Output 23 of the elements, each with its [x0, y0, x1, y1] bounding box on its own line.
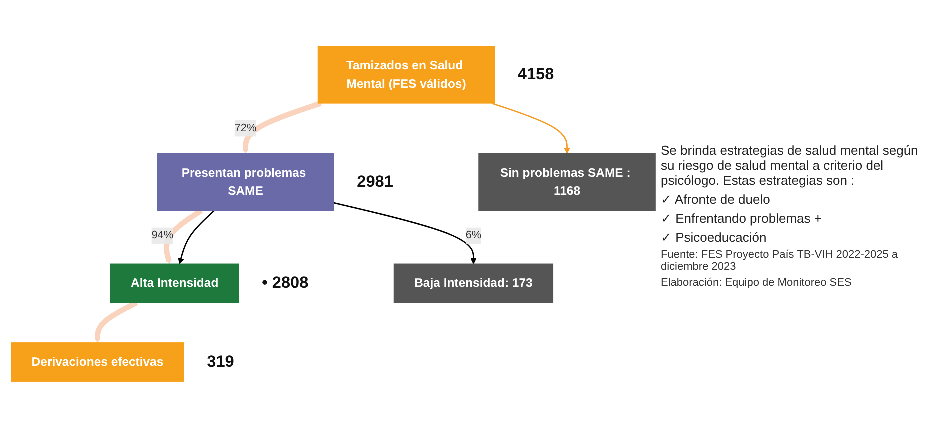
source-note: Elaboración: Equipo de Monitoreo SES — [661, 277, 853, 289]
node-box: Tamizados en Salud Mental (FES válidos) — [318, 46, 496, 104]
edge-label: 6% — [466, 230, 482, 242]
edge-label: 72% — [234, 122, 257, 134]
note-text: ✓ Enfrentando problemas + — [661, 211, 823, 226]
source-note: Fuente: FES Proyecto País TB-VIH 2022-2025 a diciembre 2023 — [661, 249, 900, 273]
arrow — [178, 210, 216, 265]
note-text: ✓ Psicoeducación — [661, 230, 768, 245]
arrow — [334, 202, 477, 265]
node-label: • 2808 — [262, 274, 309, 293]
node-label: 2981 — [357, 173, 394, 192]
note-text: ✓ Afronte de duelo — [661, 192, 772, 207]
node-box: Alta Intensidad — [110, 264, 240, 304]
node-box: Presentan problemas SAME — [157, 154, 334, 212]
arrow — [492, 103, 570, 154]
node-label: 4158 — [518, 66, 554, 84]
note-text: Se brinda estrategias de salud mental según su riesgo de salud mental a criterio del psicólogo. Estas estrategias son : — [661, 143, 920, 188]
node-box: Baja Intensidad: 173 — [394, 264, 554, 304]
node-box: Sin problemas SAME : 1168 — [478, 154, 656, 212]
node-label: 319 — [207, 353, 234, 372]
arrow — [242, 101, 322, 154]
edge-label: 94% — [152, 230, 174, 242]
node-box: Derivaciones efectivas — [11, 343, 184, 382]
